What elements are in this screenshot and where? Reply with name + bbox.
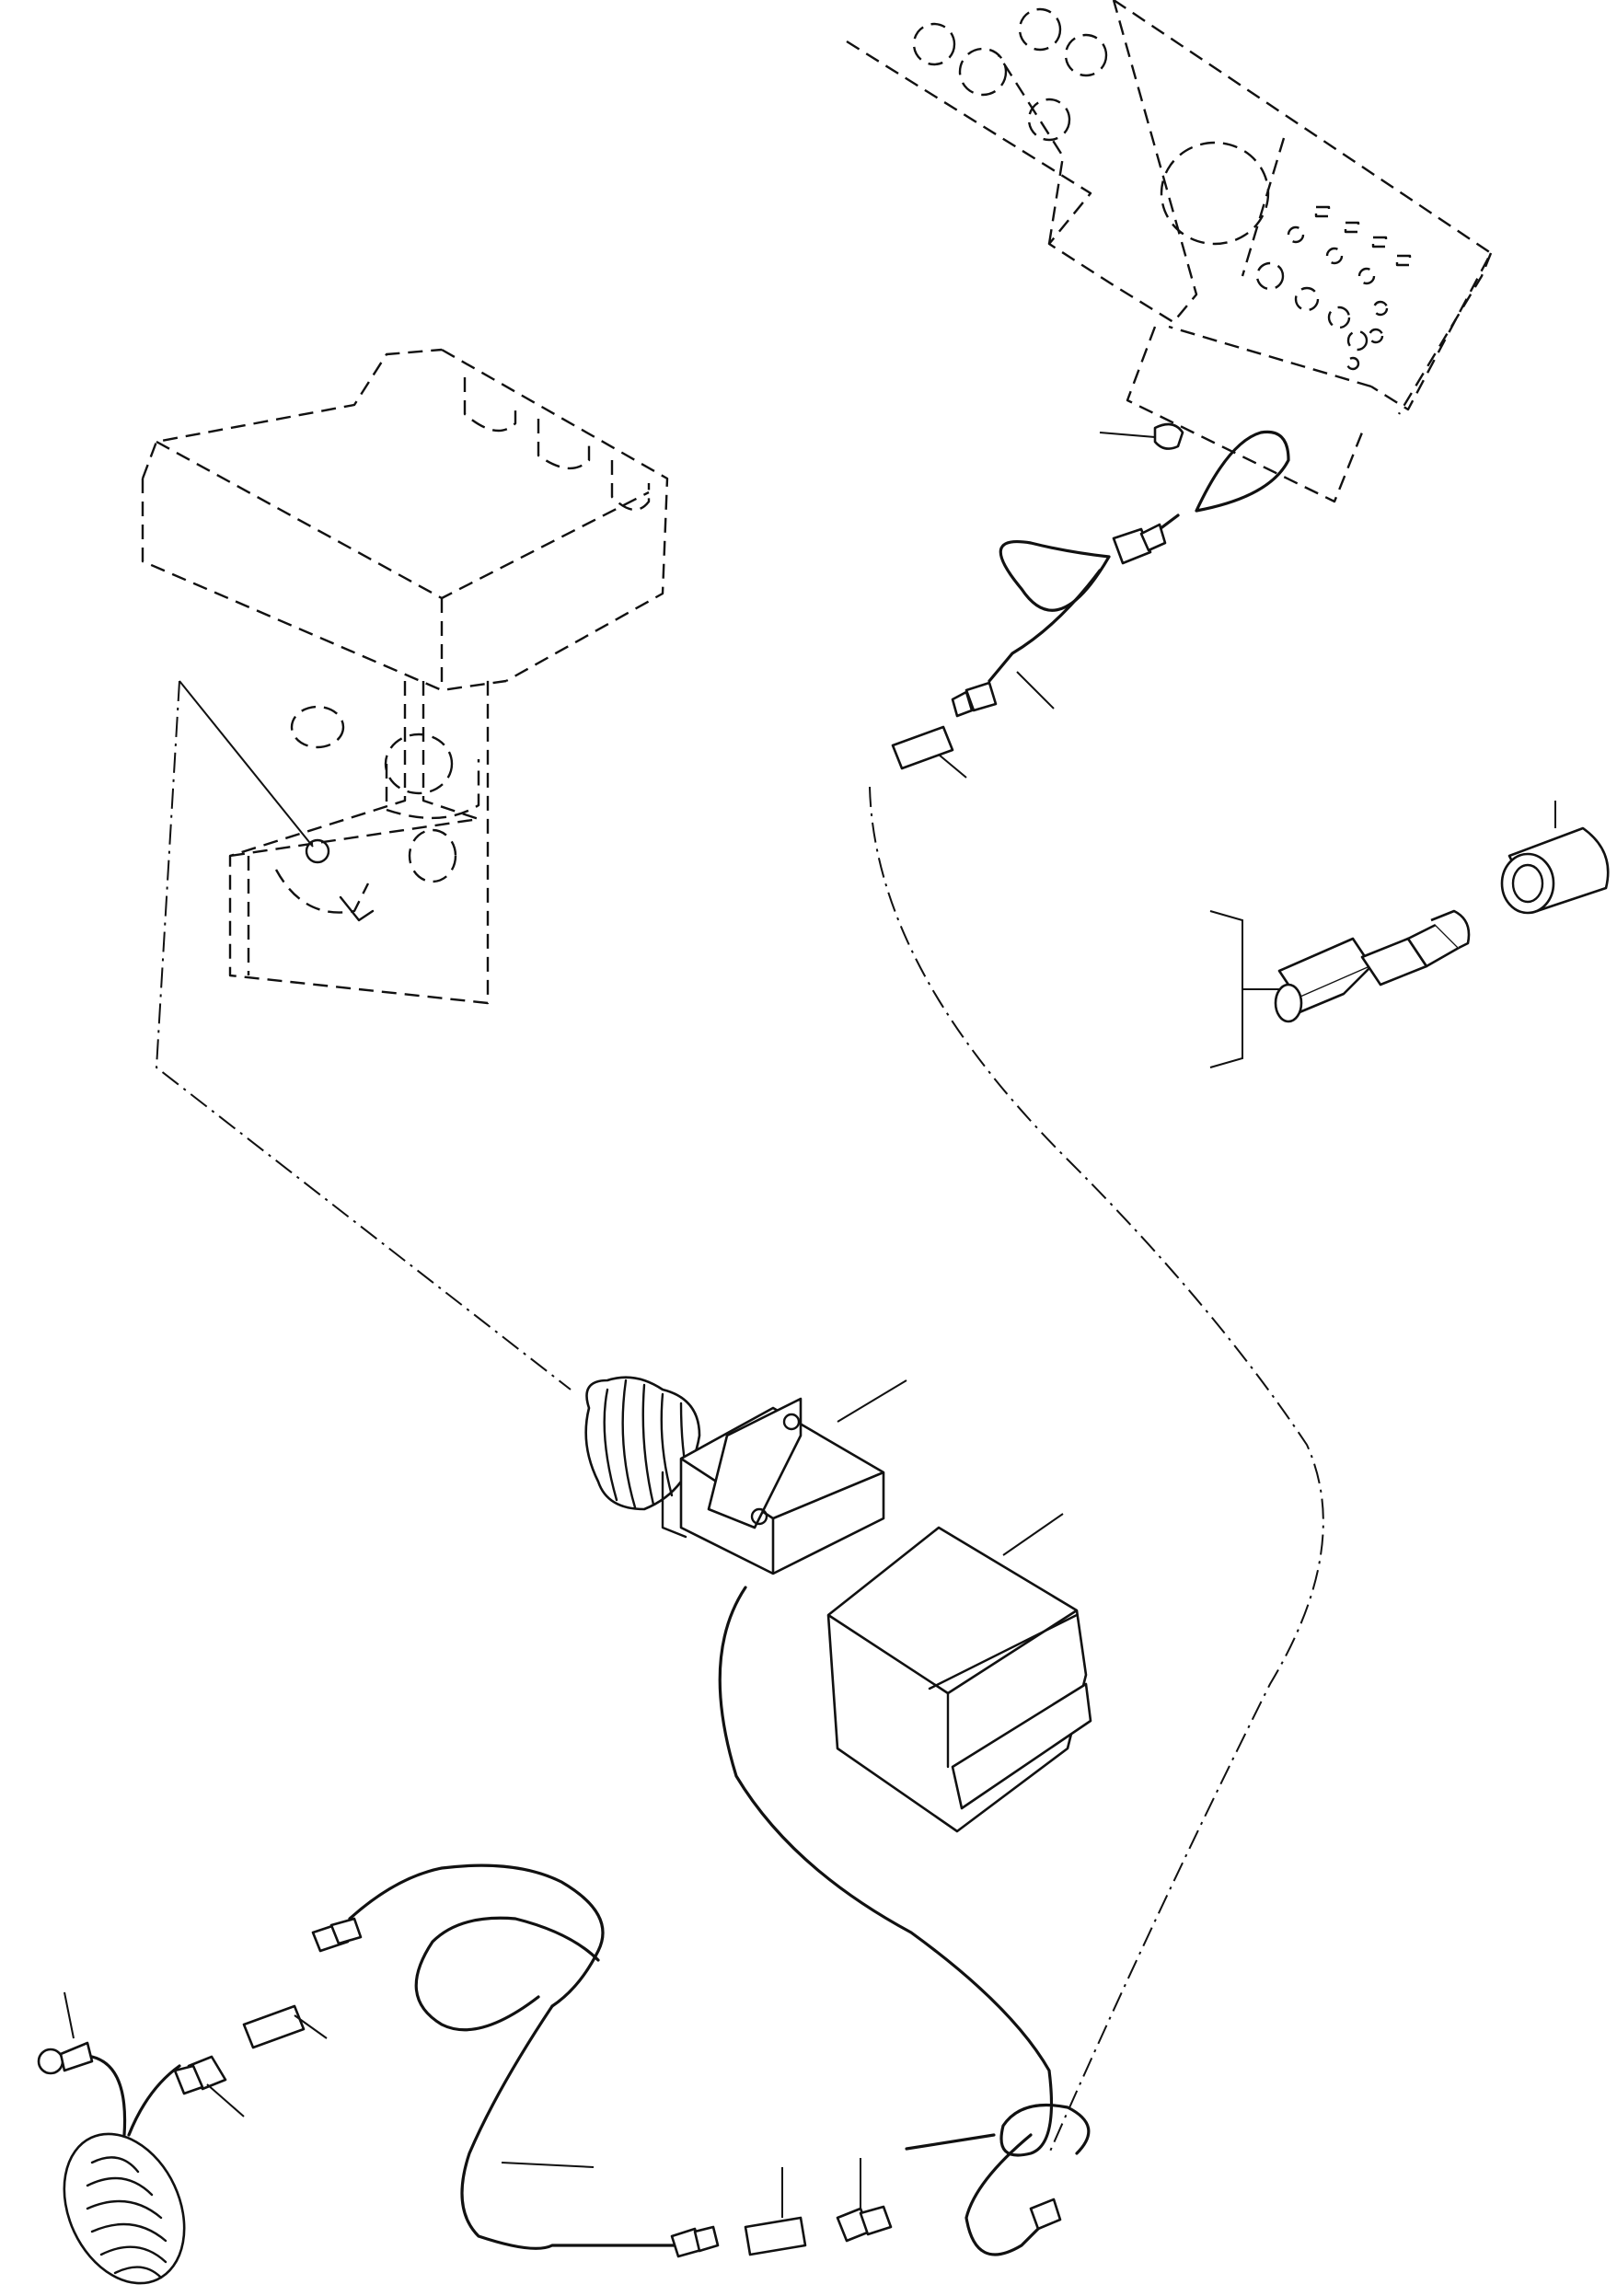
wire-harness-upper — [891, 422, 1290, 770]
leader-line — [938, 754, 967, 779]
leader-line — [837, 1379, 907, 1423]
terminal — [1274, 909, 1471, 1023]
bracket-hole — [912, 7, 1412, 371]
bracket-leader — [1209, 910, 1243, 1068]
switch — [584, 1376, 885, 1575]
leader-line — [179, 680, 314, 848]
leader-line — [64, 1991, 75, 2039]
assembly-path — [155, 680, 1324, 2154]
chassis-bracket — [141, 348, 669, 1005]
leader-line — [501, 2162, 595, 2168]
ground-terminal — [37, 2041, 127, 2137]
insulator-sleeve — [1500, 826, 1610, 915]
frame-bracket — [846, 0, 1493, 503]
horn — [63, 2064, 186, 2285]
leader-line — [206, 2083, 245, 2117]
leader-line — [1016, 671, 1055, 710]
leader-line — [1002, 1513, 1064, 1556]
leader-line — [294, 2014, 328, 2039]
wire-harness-lower — [173, 1586, 1091, 2258]
switch-cover — [826, 1526, 1092, 1833]
